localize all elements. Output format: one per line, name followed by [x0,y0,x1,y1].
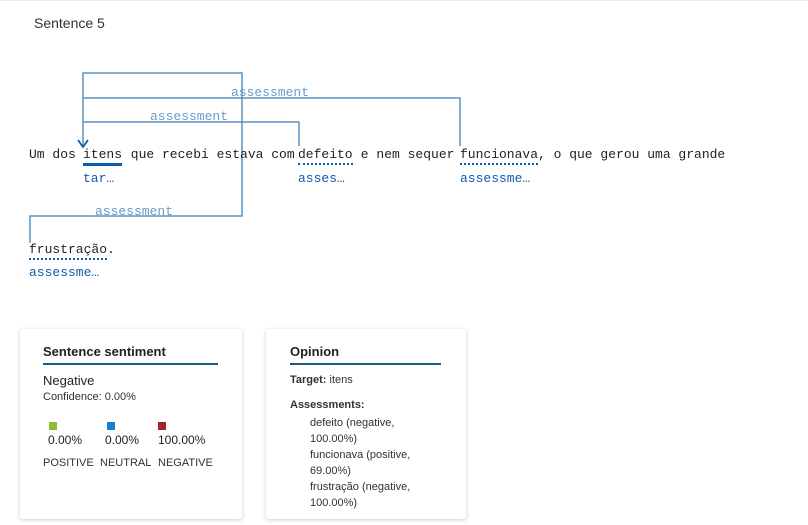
negative-label: NEGATIVE [158,457,213,469]
assessment-item-frustracao: frustração (negative, 100.00%) [310,479,410,511]
neutral-score: 0.00% [105,433,140,447]
token-itens[interactable]: itens [83,147,123,166]
arc-label-defeito: assessment [150,109,229,124]
sentence-sentiment-card: Sentence sentiment Negative Confidence: … [20,329,242,519]
opinion-card-title: Opinion [290,344,441,365]
assessment-score: 100.00%) [310,497,358,509]
tag-frustracao: assessme… [29,265,100,280]
neutral-label: NEUTRAL [100,457,152,469]
arc-frustracao-to-itens [29,72,243,243]
text-tail: , o que gerou uma grande [538,147,726,162]
opinion-card: Opinion Target: itens Assessments: defei… [266,329,466,519]
assessment-score: 100.00%) [310,433,358,445]
target-value: itens [329,374,353,386]
token-funcionava[interactable]: funcionava [460,147,539,165]
arc-funcionava-to-itens [83,97,461,146]
text-mid1: que recebi estava com [123,147,303,162]
assessments-label: Assessments: [290,399,365,411]
assessment-score: 69.00%) [310,465,351,477]
sentiment-label: Negative [43,373,95,388]
assessment-item-funcionava: funcionava (positive, 69.00%) [310,447,410,479]
arrowhead-icon [77,139,89,149]
text-um-dos: Um dos [29,147,84,162]
token-defeito[interactable]: defeito [298,147,353,165]
positive-score: 0.00% [48,433,83,447]
tag-itens: tar… [83,171,115,186]
assessment-text: defeito (negative, [310,417,395,429]
tag-funcionava: assessme… [460,171,531,186]
sentiment-confidence: Confidence: 0.00% [43,391,136,403]
token-frustracao[interactable]: frustração [29,242,108,260]
tag-defeito: asses… [298,171,345,186]
positive-label: POSITIVE [43,457,94,469]
sentiment-card-title: Sentence sentiment [43,344,218,365]
assessment-list: defeito (negative, 100.00%) funcionava (… [310,415,410,511]
assessment-item-defeito: defeito (negative, 100.00%) [310,415,410,447]
text-mid2: e nem sequer [353,147,463,162]
top-divider [0,0,808,1]
target-label: Target: [290,374,327,386]
assessment-text: frustração (negative, [310,481,411,493]
sentence-title: Sentence 5 [34,15,105,31]
opinion-target: Target: itens [290,374,353,386]
neutral-swatch [107,422,115,430]
assessment-text: funcionava (positive, [310,449,411,461]
negative-score: 100.00% [158,433,206,447]
relation-arcs [29,72,461,243]
text-period: . [107,242,115,257]
negative-swatch [158,422,166,430]
arc-label-funcionava: assessment [231,85,310,100]
arc-defeito-to-itens [83,121,300,146]
positive-swatch [49,422,57,430]
arc-label-frustracao: assessment [95,204,174,219]
